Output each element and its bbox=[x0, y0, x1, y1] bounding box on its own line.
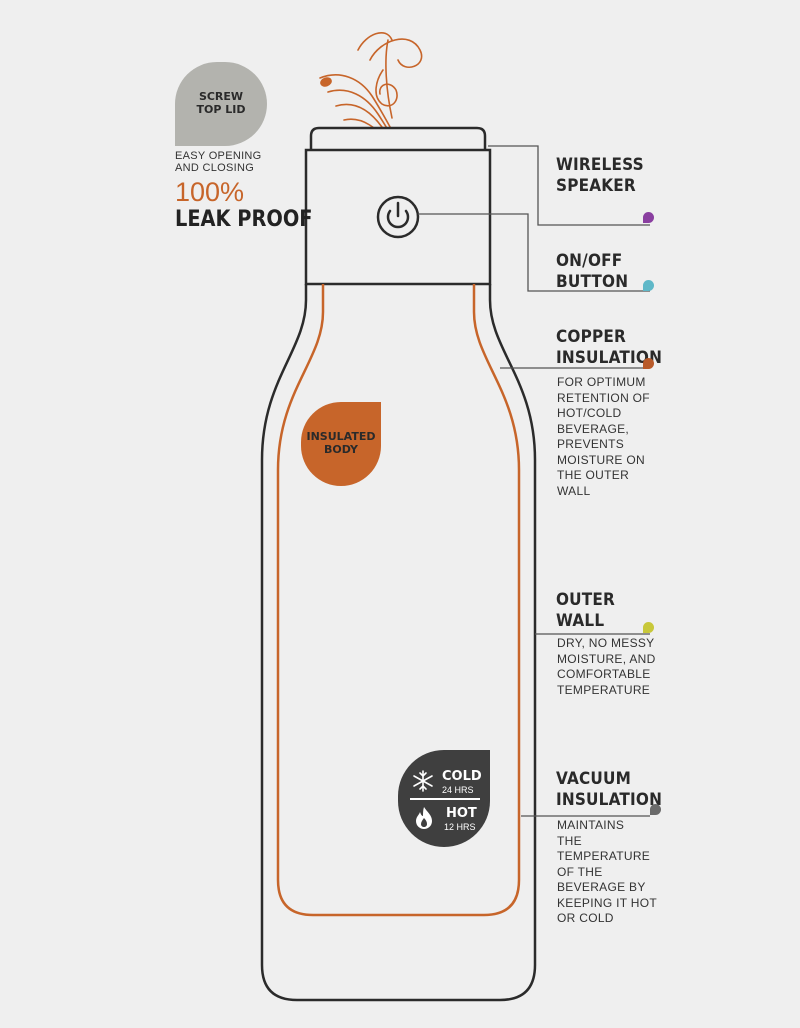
outer-wall-desc-line: TEMPERATURE bbox=[557, 682, 651, 697]
screw-top-lid-line-2: TOP LID bbox=[196, 103, 246, 116]
insulated-body-line-1: INSULATED bbox=[306, 430, 376, 444]
snowflake-icon bbox=[413, 770, 433, 792]
vacuum-desc-line: BEVERAGE BY bbox=[557, 880, 646, 894]
hot-hours: 12 HRS bbox=[444, 822, 476, 832]
copper-desc-line: RETENTION OF bbox=[557, 390, 650, 405]
outer-wall-desc-line: MOISTURE, AND bbox=[557, 651, 656, 666]
copper-insulation-desc: FOR OPTIMUM RETENTION OF HOT/COLD BEVERA… bbox=[557, 375, 650, 499]
copper-insulation-title-line-2: INSULATION bbox=[556, 348, 663, 368]
hot-label: HOT bbox=[446, 806, 477, 821]
vacuum-desc-line: OF THE bbox=[557, 864, 603, 879]
outer-wall-title-line-1: OUTER bbox=[556, 590, 616, 610]
cold-hours: 24 HRS bbox=[442, 785, 474, 795]
temperature-badge: COLD 24 HRS HOT 12 HRS bbox=[398, 750, 490, 847]
copper-desc-line: BEVERAGE, bbox=[557, 421, 630, 436]
cold-label: COLD bbox=[442, 769, 482, 784]
vacuum-desc-line: MAINTAINS bbox=[557, 818, 625, 832]
on-off-button-title: ON/OFF BUTTON bbox=[556, 251, 628, 293]
outer-wall-title: OUTER WALL bbox=[556, 590, 615, 632]
vacuum-insulation-title-line-1: VACUUM bbox=[556, 769, 632, 789]
copper-desc-line: HOT/COLD bbox=[557, 406, 622, 420]
button-dot-icon bbox=[643, 280, 654, 291]
copper-inner-wall bbox=[276, 284, 521, 917]
on-off-button-title-line-2: BUTTON bbox=[556, 272, 629, 292]
vacuum-insulation-title: VACUUM INSULATION bbox=[556, 769, 662, 811]
vacuum-insulation-desc: MAINTAINS THE TEMPERATURE OF THE BEVERAG… bbox=[557, 818, 657, 927]
flame-icon bbox=[416, 807, 432, 829]
copper-desc-line: THE OUTER bbox=[557, 468, 630, 482]
on-off-button-title-line-1: ON/OFF bbox=[556, 251, 623, 271]
screw-top-lid-line-1: SCREW bbox=[198, 90, 244, 104]
lid-info: EASY OPENING AND CLOSING 100% LEAK PROOF bbox=[175, 150, 315, 232]
screw-top-lid-badge: SCREW TOP LID bbox=[175, 62, 267, 146]
outer-wall-desc-line: DRY, NO MESSY bbox=[557, 636, 655, 650]
power-button-icon bbox=[376, 195, 420, 239]
temperature-divider bbox=[410, 798, 480, 800]
vacuum-insulation-title-line-2: INSULATION bbox=[556, 790, 663, 810]
vacuum-desc-line: OR COLD bbox=[557, 911, 614, 925]
copper-insulation-title: COPPER INSULATION bbox=[556, 327, 662, 369]
cap-top bbox=[309, 126, 487, 150]
wireless-speaker-title-line-2: SPEAKER bbox=[556, 176, 636, 196]
lid-info-line-1: EASY OPENING bbox=[175, 150, 262, 162]
vacuum-desc-line: THE bbox=[557, 833, 582, 848]
wireless-speaker-title-line-1: WIRELESS bbox=[556, 155, 644, 175]
copper-desc-line: WALL bbox=[557, 483, 591, 498]
leak-proof-label: LEAK PROOF bbox=[175, 207, 313, 232]
lid-info-line-2: AND CLOSING bbox=[175, 162, 255, 174]
wireless-speaker-title: WIRELESS SPEAKER bbox=[556, 155, 644, 197]
insulated-body-badge: INSULATED BODY bbox=[301, 402, 381, 486]
bottle-outer-wall bbox=[260, 284, 537, 1002]
copper-desc-line: FOR OPTIMUM bbox=[557, 375, 646, 389]
copper-dot-icon bbox=[643, 358, 654, 369]
copper-insulation-title-line-1: COPPER bbox=[556, 327, 626, 347]
copper-desc-line: PREVENTS bbox=[557, 437, 625, 451]
vacuum-desc-line: TEMPERATURE bbox=[557, 849, 651, 863]
leak-proof-percent: 100% bbox=[175, 177, 245, 207]
speaker-dot-icon bbox=[643, 212, 654, 223]
outer-wall-title-line-2: WALL bbox=[556, 611, 605, 631]
insulated-body-line-2: BODY bbox=[323, 443, 359, 456]
leader-lines bbox=[418, 145, 650, 817]
vacuum-desc-line: KEEPING IT HOT bbox=[557, 895, 657, 910]
outer-wall-desc-line: COMFORTABLE bbox=[557, 667, 651, 681]
outer-wall-desc: DRY, NO MESSY MOISTURE, AND COMFORTABLE … bbox=[557, 636, 656, 698]
copper-desc-line: MOISTURE ON bbox=[557, 452, 645, 467]
outer-wall-dot-icon bbox=[643, 622, 654, 633]
vacuum-dot-icon bbox=[650, 804, 661, 815]
